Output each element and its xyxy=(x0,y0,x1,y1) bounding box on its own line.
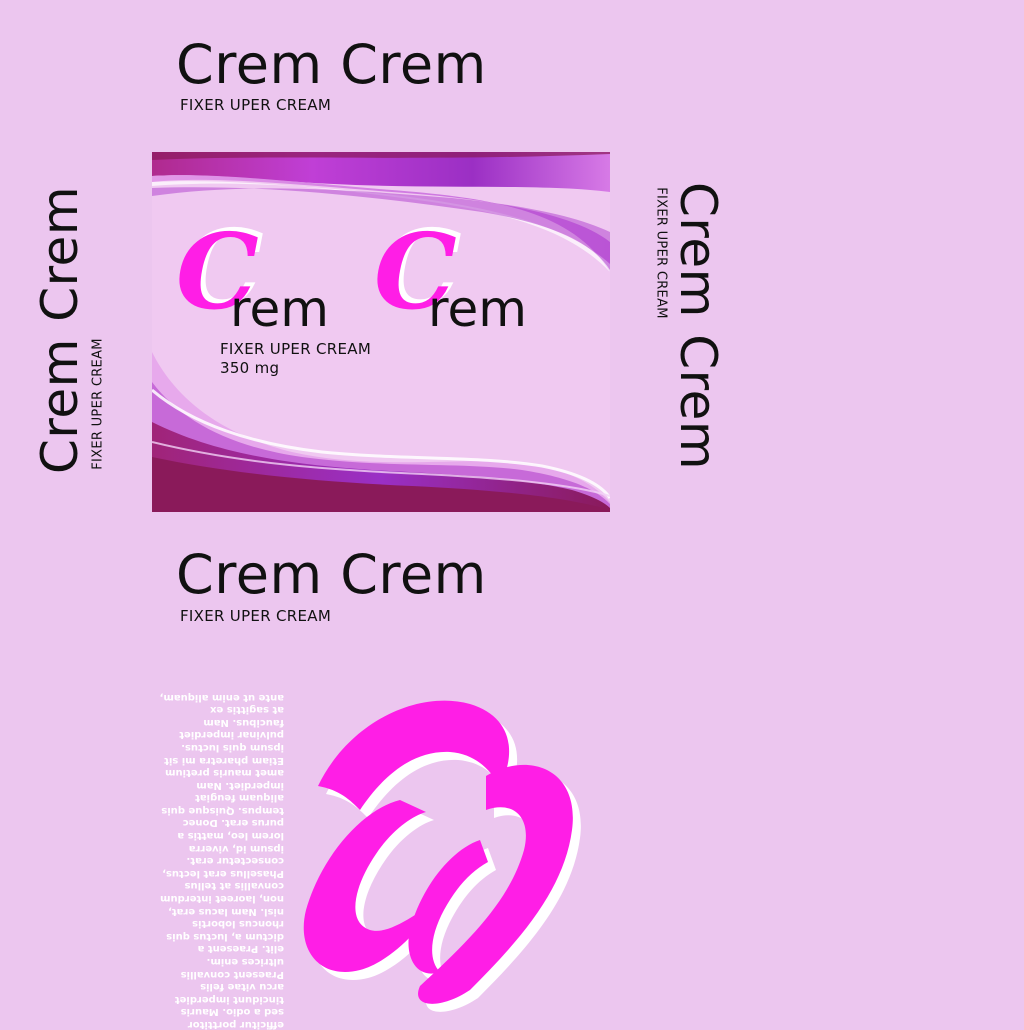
ingredients-line: ultrices enim. xyxy=(206,956,284,968)
bottom-tagline: FIXER UPER CREAM xyxy=(180,607,332,625)
top-brand-title: Crem Crem xyxy=(176,33,487,96)
ingredients-line: tincidunt imperdiet xyxy=(174,993,284,1005)
ingredients-line: amet mauris pretium xyxy=(165,767,284,779)
ingredients-line: imperdiet. Nam xyxy=(196,779,284,791)
ingredients-line: Praesent convallis xyxy=(180,968,284,980)
ingredients-line: pulvinar imperdiet xyxy=(179,729,284,741)
top-tagline: FIXER UPER CREAM xyxy=(180,96,332,114)
ingredients-line: tempus. Quisque quis xyxy=(161,804,284,816)
ingredients-line: consectetur erat. xyxy=(186,855,285,867)
ingredients-line: arcu vitae felis xyxy=(200,981,284,993)
ingredients-line: elit. Praesent a xyxy=(197,943,284,955)
ingredients-line: convallis at tellus xyxy=(184,880,284,892)
left-tagline: FIXER UPER CREAM xyxy=(90,338,106,470)
ingredients-line: faucibus. Nam xyxy=(203,716,284,728)
ingredients-line: aliquam feugiat xyxy=(195,792,284,804)
ingredients-line: rhoncus lobortis xyxy=(192,918,284,930)
front-panel xyxy=(152,152,610,512)
crem-logo-mark-icon xyxy=(303,700,581,1012)
front-word-rest-2: rem xyxy=(428,280,527,338)
ingredients-line: lorem leo, mattis a xyxy=(177,830,284,842)
right-tagline: FIXER UPER CREAM xyxy=(653,187,669,319)
ingredients-line: ipsum id, viverra xyxy=(188,842,284,854)
ingredients-line: ante ut enim aliquam, xyxy=(159,691,284,703)
ingredients-line: ipsum quis luctus. xyxy=(181,741,284,753)
ingredients-line: non, laoreet interdum xyxy=(160,893,284,905)
ingredients-line: nisl. Nam lacus erat, xyxy=(168,905,284,917)
bottom-brand-title: Crem Crem xyxy=(176,543,487,606)
front-initial-2: C xyxy=(374,210,457,333)
front-initial-1: C xyxy=(176,210,259,333)
ingredients-line: Etiam pharetra mi sit xyxy=(164,754,284,766)
front-weight: 350 mg xyxy=(220,359,280,377)
ingredients-line: purus erat. Donec xyxy=(182,817,284,829)
ingredients-line: Phasellus erat lectus, xyxy=(162,867,284,879)
ingredients-line: sed a odio. Mauris xyxy=(180,1006,284,1018)
ingredients-line: at sagittis ex xyxy=(210,704,284,716)
ingredients-line: dictum a, luctus quis xyxy=(166,930,284,942)
left-brand-title: Crem Crem xyxy=(31,185,89,475)
right-brand-title: Crem Crem xyxy=(669,181,727,471)
front-tagline: FIXER UPER CREAM xyxy=(220,340,372,358)
front-wave-decoration xyxy=(152,152,610,512)
front-word-rest-1: rem xyxy=(230,280,329,338)
